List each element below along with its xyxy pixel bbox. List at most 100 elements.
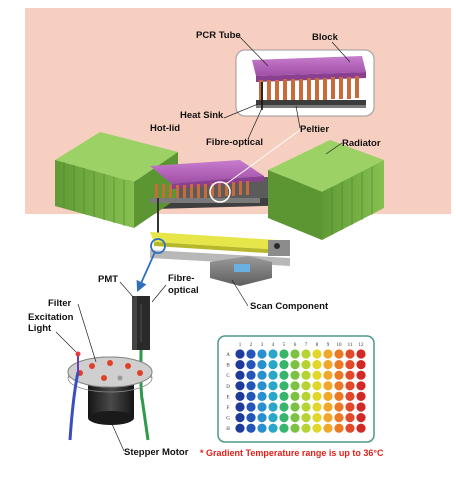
plate-well — [246, 349, 256, 359]
plate-well — [301, 413, 311, 423]
plate-well — [290, 423, 300, 433]
plate-well — [235, 402, 245, 412]
plate-well — [290, 360, 300, 370]
label-pcr-tube: PCR Tube — [196, 30, 241, 41]
plate-well — [345, 413, 355, 423]
labels: PCR Tube Block Heat Sink Hot-lid Fibre-o… — [28, 30, 384, 458]
label-pmt: PMT — [98, 274, 118, 285]
tube-rows — [155, 181, 249, 199]
plate-well — [235, 423, 245, 433]
plate-well — [290, 402, 300, 412]
plate-well — [334, 423, 344, 433]
label-filter: Filter — [48, 298, 72, 309]
label-fibre-optical-bottom-2: optical — [168, 285, 199, 296]
plate-column-label: 1 — [239, 343, 242, 348]
plate-row-label: H — [226, 427, 230, 432]
gradient-note: * Gradient Temperature range is up to 36… — [200, 448, 384, 458]
plate-well — [268, 370, 278, 380]
plate-well — [301, 402, 311, 412]
plate-well — [246, 391, 256, 401]
plate-well — [268, 402, 278, 412]
plate-well — [312, 349, 322, 359]
plate-well — [334, 391, 344, 401]
plate-well — [279, 370, 289, 380]
plate-well — [356, 381, 366, 391]
plate-well — [334, 349, 344, 359]
plate-well — [323, 370, 333, 380]
filter-wheel-assembly — [67, 351, 153, 441]
plate-well — [268, 423, 278, 433]
plate-well — [235, 413, 245, 423]
plate-well — [257, 349, 267, 359]
plate-well — [235, 360, 245, 370]
plate-well — [235, 381, 245, 391]
plate-well — [356, 423, 366, 433]
plate-well — [290, 391, 300, 401]
plate-well — [279, 360, 289, 370]
label-fibre-optical-top: Fibre-optical — [206, 137, 263, 148]
plate-column-label: 10 — [337, 343, 343, 348]
plate-well — [279, 413, 289, 423]
plate-column-label: 11 — [348, 343, 353, 348]
label-heat-sink: Heat Sink — [180, 110, 224, 121]
plate-column-label: 5 — [283, 343, 286, 348]
plate-column-label: 4 — [272, 343, 275, 348]
plate-well — [246, 413, 256, 423]
plate-well — [334, 413, 344, 423]
plate-well — [345, 370, 355, 380]
plate-well — [246, 360, 256, 370]
plate-well — [246, 370, 256, 380]
plate-well — [312, 402, 322, 412]
plate-well — [312, 360, 322, 370]
plate-well — [323, 360, 333, 370]
plate-row-label: C — [226, 374, 230, 379]
plate-well — [334, 360, 344, 370]
label-hot-lid: Hot-lid — [150, 123, 180, 134]
plate-wells — [235, 349, 366, 433]
right-radiator — [268, 140, 384, 240]
plate-well — [257, 423, 267, 433]
inset-zoom-view — [235, 49, 375, 117]
plate-row-label: F — [227, 406, 230, 411]
plate-well — [345, 349, 355, 359]
plate-well — [257, 360, 267, 370]
plate-well — [301, 381, 311, 391]
plate-well — [356, 360, 366, 370]
scan-rail — [150, 232, 290, 286]
plate-well — [279, 423, 289, 433]
plate-well — [279, 381, 289, 391]
plate-column-label: 8 — [316, 343, 319, 348]
plate-well — [334, 370, 344, 380]
plate-well — [301, 360, 311, 370]
plate-well — [345, 381, 355, 391]
plate-well — [279, 391, 289, 401]
plate-row-label: G — [226, 417, 230, 422]
plate-well — [345, 402, 355, 412]
plate-well — [301, 423, 311, 433]
plate-well — [246, 423, 256, 433]
plate-well — [356, 349, 366, 359]
plate-well — [290, 381, 300, 391]
plate-well — [235, 370, 245, 380]
plate-column-label: 12 — [359, 343, 365, 348]
label-peltier: Peltier — [300, 124, 329, 135]
plate-column-label: 3 — [261, 343, 264, 348]
plate-row-label: B — [226, 364, 230, 369]
plate-well — [345, 391, 355, 401]
plate-column-label: 9 — [327, 343, 330, 348]
plate-well — [334, 381, 344, 391]
label-fibre-optical-bottom-1: Fibre- — [168, 273, 194, 284]
thermal-block-assembly — [55, 129, 384, 244]
plate-well — [257, 402, 267, 412]
plate-well — [235, 349, 245, 359]
zoom-circle — [209, 181, 231, 203]
plate-well — [323, 391, 333, 401]
plate-well — [323, 402, 333, 412]
plate-well — [312, 413, 322, 423]
fibre-joint-circle — [150, 238, 166, 254]
plate-well — [323, 413, 333, 423]
plate-column-label: 7 — [305, 343, 308, 348]
plate-column-label: 2 — [250, 343, 253, 348]
